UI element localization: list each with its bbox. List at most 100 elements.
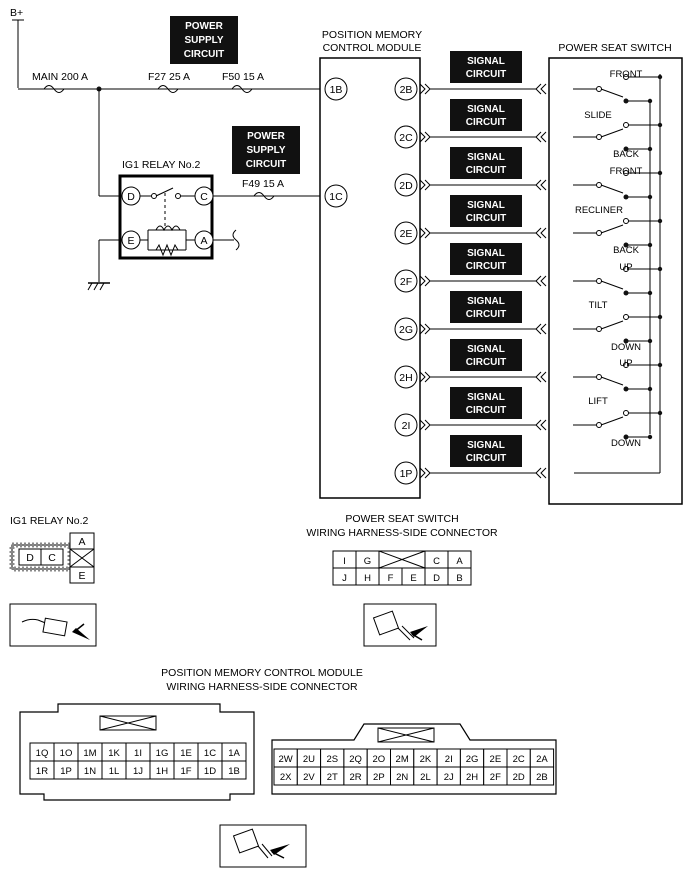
switch-contact <box>573 410 663 440</box>
svg-text:2U: 2U <box>303 754 315 765</box>
svg-text:2I: 2I <box>402 420 411 432</box>
svg-text:SIGNAL: SIGNAL <box>467 56 505 67</box>
module-pin-2c: 2C <box>394 125 418 149</box>
svg-text:1G: 1G <box>156 748 169 759</box>
svg-text:CIRCUIT: CIRCUIT <box>466 165 507 176</box>
svg-text:POWER: POWER <box>185 21 224 32</box>
relay-connector: D C A E <box>9 532 95 584</box>
connector-cell: 1A <box>221 742 247 762</box>
svg-text:SIGNAL: SIGNAL <box>467 344 505 355</box>
svg-text:SIGNAL: SIGNAL <box>467 392 505 403</box>
svg-text:A: A <box>200 235 207 247</box>
svg-text:1I: 1I <box>134 748 142 759</box>
connector-cell: 2Q <box>343 748 368 768</box>
connector-cell: 2A <box>529 748 555 768</box>
connector-cell: 1E <box>173 742 199 762</box>
connector-cell: 2D <box>506 766 531 786</box>
connector-view-icon <box>219 824 307 868</box>
svg-text:POWER: POWER <box>247 131 286 142</box>
connector-cell: 2R <box>343 766 368 786</box>
connector-cell: 2H <box>459 766 485 786</box>
signal-row-2f: 2FSIGNALCIRCUITG <box>394 243 574 293</box>
connector-cell: 1B <box>221 760 247 780</box>
bplus-label: B+ <box>10 7 23 19</box>
svg-text:2B: 2B <box>536 772 548 783</box>
connector-cell: 1P <box>53 760 79 780</box>
svg-text:SIGNAL: SIGNAL <box>467 104 505 115</box>
connector-cell: 2I <box>436 748 461 768</box>
svg-text:D: D <box>26 552 34 564</box>
svg-text:1P: 1P <box>400 468 413 480</box>
connector-cell: 2V <box>296 766 322 786</box>
svg-text:2L: 2L <box>420 772 431 783</box>
relay-connector-title: IG1 RELAY No.2 <box>10 515 89 527</box>
svg-text:CIRCUIT: CIRCUIT <box>466 405 507 416</box>
module-title-line1: POSITION MEMORY <box>322 29 422 41</box>
f49-fuse-symbol <box>253 192 275 200</box>
svg-text:2F: 2F <box>490 772 501 783</box>
svg-text:E: E <box>78 570 85 582</box>
module-pin-1p: 1P <box>394 461 418 485</box>
svg-text:J: J <box>342 573 347 584</box>
connector-cell: 1C <box>197 742 223 762</box>
switch-contact <box>573 218 663 248</box>
svg-text:2B: 2B <box>400 84 413 96</box>
svg-text:2C: 2C <box>513 754 525 765</box>
connector-cell: 1J <box>125 760 151 780</box>
svg-text:1H: 1H <box>156 766 168 777</box>
switch-label-front: FRONT <box>610 69 643 80</box>
module-pin-2e: 2E <box>394 221 418 245</box>
signal-rows: 2BSIGNALCIRCUITF2CSIGNALCIRCUITE2DSIGNAL… <box>394 51 574 485</box>
svg-text:F: F <box>388 573 394 584</box>
svg-text:2D: 2D <box>399 180 413 192</box>
relay-pin-a: A <box>194 230 214 250</box>
connector-cell: 1I <box>125 742 151 762</box>
switch-label-lift: LIFT <box>588 396 608 407</box>
svg-text:2M: 2M <box>396 754 409 765</box>
svg-text:2V: 2V <box>303 772 315 783</box>
connector-cell: 2L <box>413 766 438 786</box>
signal-circuit-block: SIGNAL CIRCUIT <box>450 387 522 419</box>
switch-label-up: UP <box>619 358 632 369</box>
signal-row-2e: 2ESIGNALCIRCUITB <box>394 195 574 245</box>
relay-title: IG1 RELAY No.2 <box>122 159 201 171</box>
svg-text:1Q: 1Q <box>36 748 49 759</box>
svg-text:2P: 2P <box>373 772 385 783</box>
switch-label-down: DOWN <box>611 438 641 449</box>
main-fuse-symbol <box>43 85 65 93</box>
connector-cell: 1Q <box>29 742 55 762</box>
connector-cell: 2W <box>273 748 298 768</box>
svg-text:2H: 2H <box>399 372 412 384</box>
svg-text:G: G <box>364 556 371 567</box>
switch-label-front: FRONT <box>610 166 643 177</box>
svg-text:1L: 1L <box>109 766 120 777</box>
f50-fuse-label: F50 15 A <box>222 71 264 83</box>
connector-cell: 2E <box>483 748 508 768</box>
signal-row-2i: 2ISIGNALCIRCUITH <box>394 387 574 437</box>
switch-label-recliner: RECLINER <box>575 205 623 216</box>
ground-icon <box>87 282 110 291</box>
signal-row-2g: 2GSIGNALCIRCUITC <box>394 291 574 341</box>
svg-text:D: D <box>127 191 135 203</box>
svg-text:CIRCUIT: CIRCUIT <box>466 69 507 80</box>
connector-cell: 2B <box>529 766 555 786</box>
connector-cell: 2F <box>483 766 508 786</box>
module-pin-2f: 2F <box>394 269 418 293</box>
relay-coil-symbol <box>140 225 195 257</box>
switch-contact <box>573 266 663 296</box>
svg-text:1N: 1N <box>84 766 96 777</box>
svg-text:2I: 2I <box>445 754 453 765</box>
connector-cell: 2J <box>436 766 461 786</box>
svg-text:C: C <box>48 552 56 564</box>
svg-text:2G: 2G <box>466 754 479 765</box>
module-pin-1b: 1B <box>324 77 348 101</box>
